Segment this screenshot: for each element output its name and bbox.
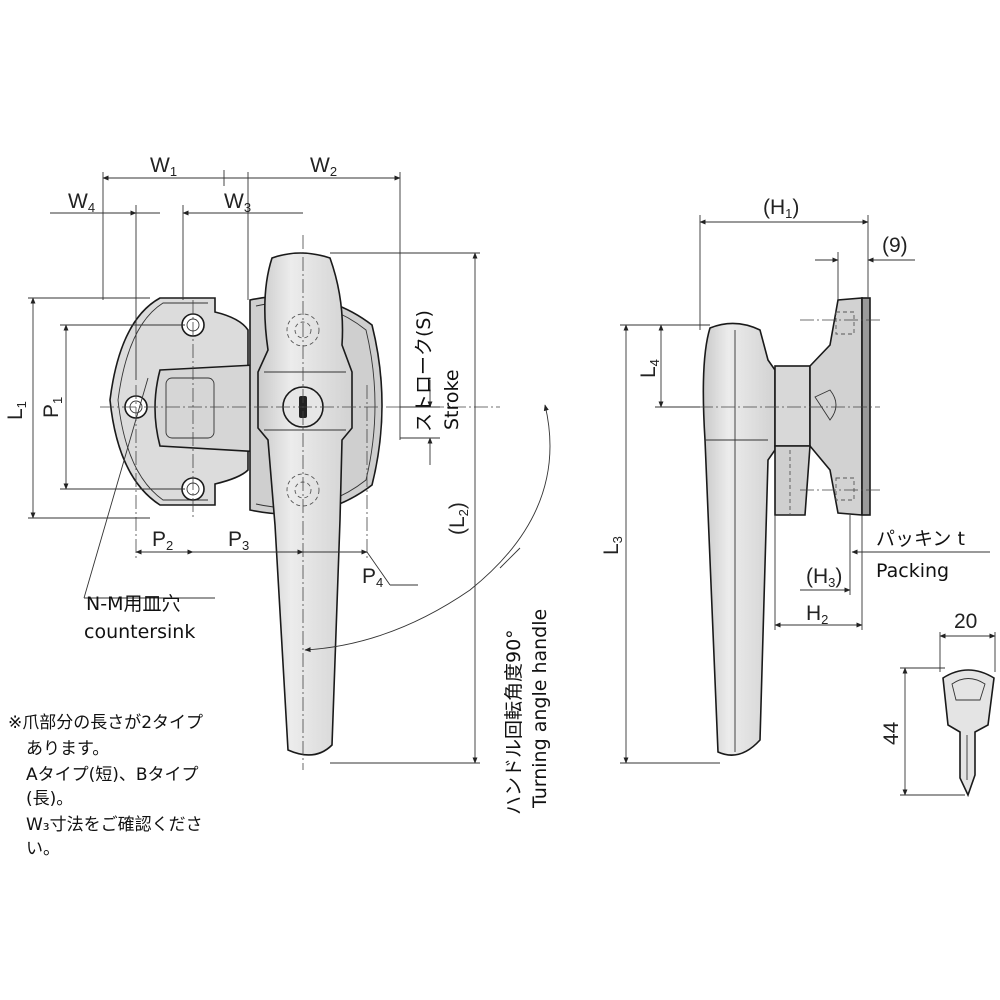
side-hidden-features [789,311,855,515]
note-line-4: (長)。 [26,789,73,809]
note-line-1: ※爪部分の長さが2タイプ [8,713,203,733]
dim-l4: L4 [637,359,662,378]
dim-l1: L1 [4,401,29,420]
side-shaft [774,365,811,447]
key-view: 20 44 [880,610,996,798]
stroke-label-jp: ストローク(S) [413,310,435,432]
packing-label-en: Packing [876,560,949,582]
dim-h1: (H1) [763,196,799,221]
dim-nine: (9) [882,234,908,257]
dim-p2: P2 [152,528,173,553]
note-block: ※爪部分の長さが2タイプ あります。 Aタイプ(短)、Bタイプ (長)。 W₃寸… [8,713,203,859]
countersink-label-en: countersink [84,621,195,643]
dim-w2: W2 [310,154,337,179]
side-view: (H1) (9) L4 L3 (H3) H2 パッキン t Packing [600,196,990,764]
dim-w1: W1 [150,154,177,179]
dim-p3: P3 [228,528,249,553]
side-packing [861,297,871,516]
packing-label-jp: パッキン t [876,528,965,550]
note-line-2: あります。 [26,739,109,759]
side-lock-nub [814,389,837,421]
key-bow-hole [951,678,986,701]
side-claw [774,445,811,516]
key-length-label: 44 [880,721,903,745]
front-dimension-lines [30,170,551,764]
side-handle [702,322,776,756]
note-line-3: Aタイプ(短)、Bタイプ [26,765,199,785]
countersink-label-jp: N-M用皿穴 [86,593,180,615]
claw-slot [165,377,215,439]
key-dimension-lines [900,632,996,796]
dim-w4: W4 [68,190,95,215]
dim-l2: (L2) [446,502,471,535]
dim-l3: L3 [600,536,625,555]
front-extension-lines [28,172,480,764]
rotation-label-en: Turning angle handle [529,609,551,809]
dim-p1: P1 [40,397,65,418]
note-line-6: い。 [26,839,60,859]
dim-p4: P4 [362,565,383,590]
front-view: W1 W2 W4 W3 L1 P1 (L2) P2 P3 P4 ストローク(S)… [4,154,551,815]
dim-h3: (H3) [806,565,842,590]
key-width-label: 20 [954,610,977,633]
side-dimension-lines [623,219,990,764]
stroke-label-en: Stroke [441,369,463,430]
claw [154,364,263,453]
dim-w3: W3 [224,190,251,215]
note-line-5: W₃寸法をご確認くださ [26,815,203,835]
rotation-label-jp: ハンドル回転角度90° [503,629,525,815]
base-plate-inner-edge [117,302,208,501]
key [942,669,995,798]
dim-h2: H2 [806,602,828,627]
